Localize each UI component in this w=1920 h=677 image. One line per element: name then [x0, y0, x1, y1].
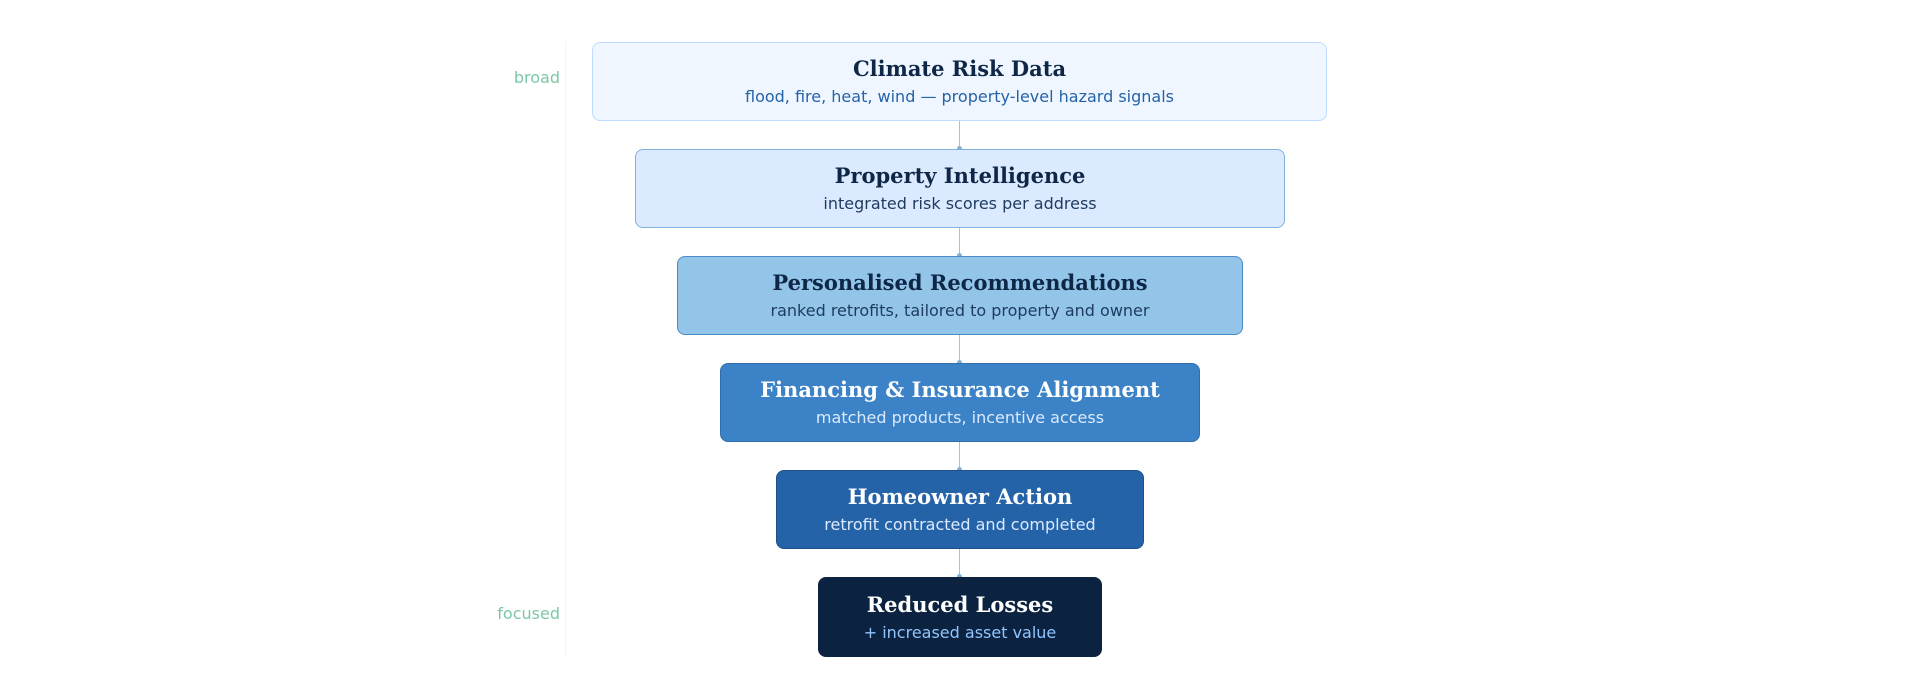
stage-personalised-recommendations: Personalised Recommendations ranked retr… [677, 256, 1243, 335]
stage-property-intelligence: Property Intelligence integrated risk sc… [635, 149, 1285, 228]
stage-subtitle: retrofit contracted and completed [824, 515, 1096, 534]
stage-title: Homeowner Action [847, 484, 1073, 509]
stage-subtitle: ranked retrofits, tailored to property a… [770, 301, 1150, 320]
stage-homeowner-action: Homeowner Action retrofit contracted and… [776, 470, 1144, 549]
stage-title: Property Intelligence [834, 163, 1086, 188]
stage-reduced-losses: Reduced Losses + increased asset value [818, 577, 1102, 657]
stage-title: Climate Risk Data [852, 56, 1067, 81]
axis-label-broad: broad [513, 68, 560, 87]
stage-climate-risk-data: Climate Risk Data flood, fire, heat, win… [592, 42, 1327, 121]
axis-label-focused: focused [497, 604, 560, 623]
stage-subtitle: integrated risk scores per address [823, 194, 1097, 213]
connector-arrow [957, 335, 962, 365]
connector-arrow [957, 121, 962, 151]
stage-subtitle: flood, fire, heat, wind — property-level… [744, 87, 1174, 106]
stage-title: Financing & Insurance Alignment [760, 377, 1160, 402]
stage-title: Reduced Losses [866, 591, 1054, 617]
axis-line [565, 42, 566, 657]
connector-arrow [957, 442, 962, 472]
stage-financing-insurance-alignment: Financing & Insurance Alignment matched … [720, 363, 1200, 442]
connector-arrow [957, 549, 962, 579]
stage-subtitle: matched products, incentive access [815, 408, 1105, 427]
connector-arrow [957, 228, 962, 258]
stage-title: Personalised Recommendations [772, 270, 1148, 295]
stage-subtitle: + increased asset value [863, 622, 1057, 642]
